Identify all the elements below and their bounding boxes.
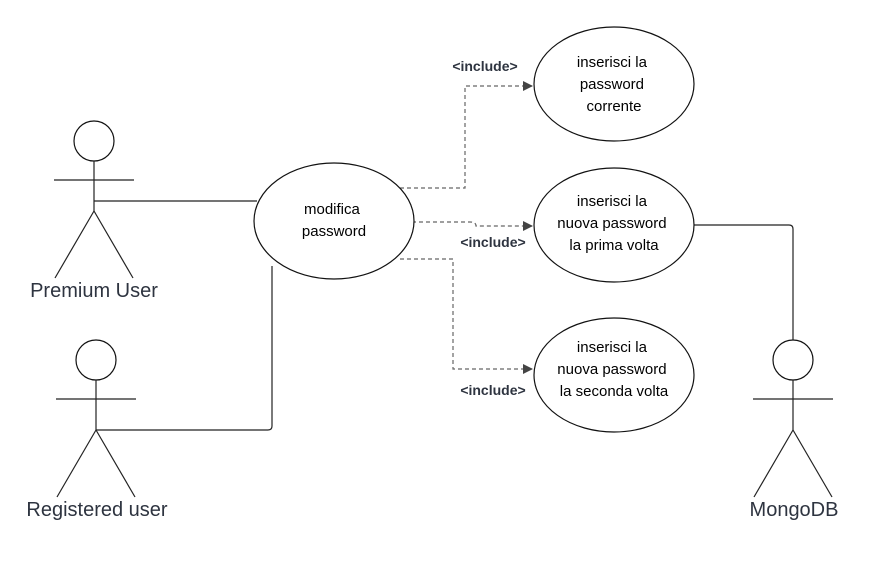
actor-right-leg [93, 210, 134, 279]
actor-mongodb[interactable]: MongoDB [750, 339, 839, 521]
actor-left-leg [56, 429, 97, 498]
use-case-oval [533, 167, 695, 283]
include-arrow-corrente [400, 81, 533, 189]
include-arrow-seconda [400, 258, 533, 374]
actor-right-leg [792, 429, 833, 498]
use-case-oval [253, 162, 415, 280]
use-case-oval [533, 26, 695, 142]
use-case-line: modifica [304, 201, 361, 218]
use-case-label: inserisci la nuova password la prima vol… [557, 193, 670, 254]
include-label-prima: <include> [460, 234, 525, 250]
actor-label-premium-user: Premium User [30, 280, 158, 302]
include-arrow-prima [412, 221, 533, 231]
use-case-line: corrente [586, 98, 641, 115]
use-case-line: inserisci la [577, 54, 648, 71]
use-case-nuova-prima[interactable]: inserisci la nuova password la prima vol… [533, 167, 695, 283]
use-case-line: nuova password [557, 361, 666, 378]
actor-left-leg [54, 210, 95, 279]
use-case-line: la prima volta [569, 237, 659, 254]
use-case-line: nuova password [557, 215, 666, 232]
actor-label-mongodb: MongoDB [750, 499, 839, 521]
actor-head [75, 339, 117, 381]
actor-head [73, 120, 115, 162]
use-case-modifica-password[interactable]: modifica password [253, 162, 415, 280]
use-case-label: inserisci la nuova password la seconda v… [557, 339, 670, 400]
include-label-corrente: <include> [452, 58, 517, 74]
use-case-line: password [580, 76, 644, 93]
association-nuova-mongodb [694, 224, 794, 340]
use-case-line: password [302, 223, 366, 240]
use-case-nuova-seconda[interactable]: inserisci la nuova password la seconda v… [533, 317, 695, 433]
include-label-seconda: <include> [460, 382, 525, 398]
actor-right-leg [95, 429, 136, 498]
actor-head [772, 339, 814, 381]
use-case-line: inserisci la [577, 193, 648, 210]
use-case-label: inserisci la password corrente [577, 54, 651, 115]
actor-premium-user[interactable]: Premium User [30, 120, 158, 302]
association-registered-modifica [96, 266, 273, 431]
use-case-oval [533, 317, 695, 433]
use-case-label: modifica password [302, 201, 366, 240]
actor-left-leg [753, 429, 794, 498]
actor-label-registered-user: Registered user [26, 499, 168, 521]
use-case-line: la seconda volta [560, 383, 669, 400]
use-case-line: inserisci la [577, 339, 648, 356]
actor-registered-user[interactable]: Registered user [26, 339, 168, 521]
use-case-password-corrente[interactable]: inserisci la password corrente [533, 26, 695, 142]
